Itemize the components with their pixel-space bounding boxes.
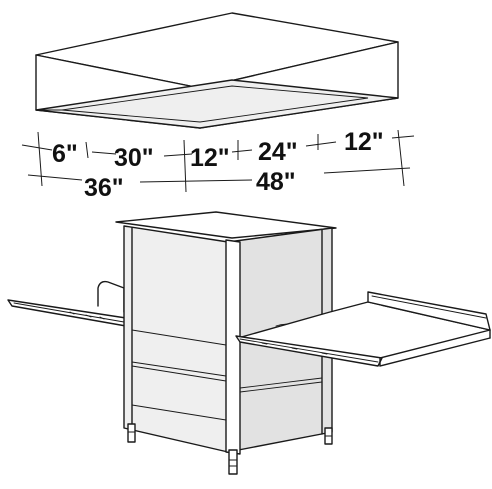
- exhaust-hood: [35, 12, 399, 129]
- dim-label-24: 24": [258, 138, 298, 166]
- dimension-lines: [21, 129, 415, 193]
- machine-body: [115, 211, 337, 455]
- dim-label-48: 48": [256, 168, 296, 196]
- dim-label-12-right: 12": [344, 128, 384, 156]
- machine-legs: [127, 423, 333, 475]
- dim-label-6: 6": [52, 140, 78, 168]
- inlet-table: [7, 280, 127, 327]
- outlet-table: [235, 291, 491, 367]
- dimension-labels: 6" 30" 12" 24" 12" 36" 48": [52, 128, 384, 202]
- dim-label-30: 30": [114, 144, 154, 172]
- conveyor-dishwasher: [7, 211, 491, 475]
- dim-label-12-center: 12": [190, 144, 230, 172]
- dim-label-36: 36": [84, 174, 124, 202]
